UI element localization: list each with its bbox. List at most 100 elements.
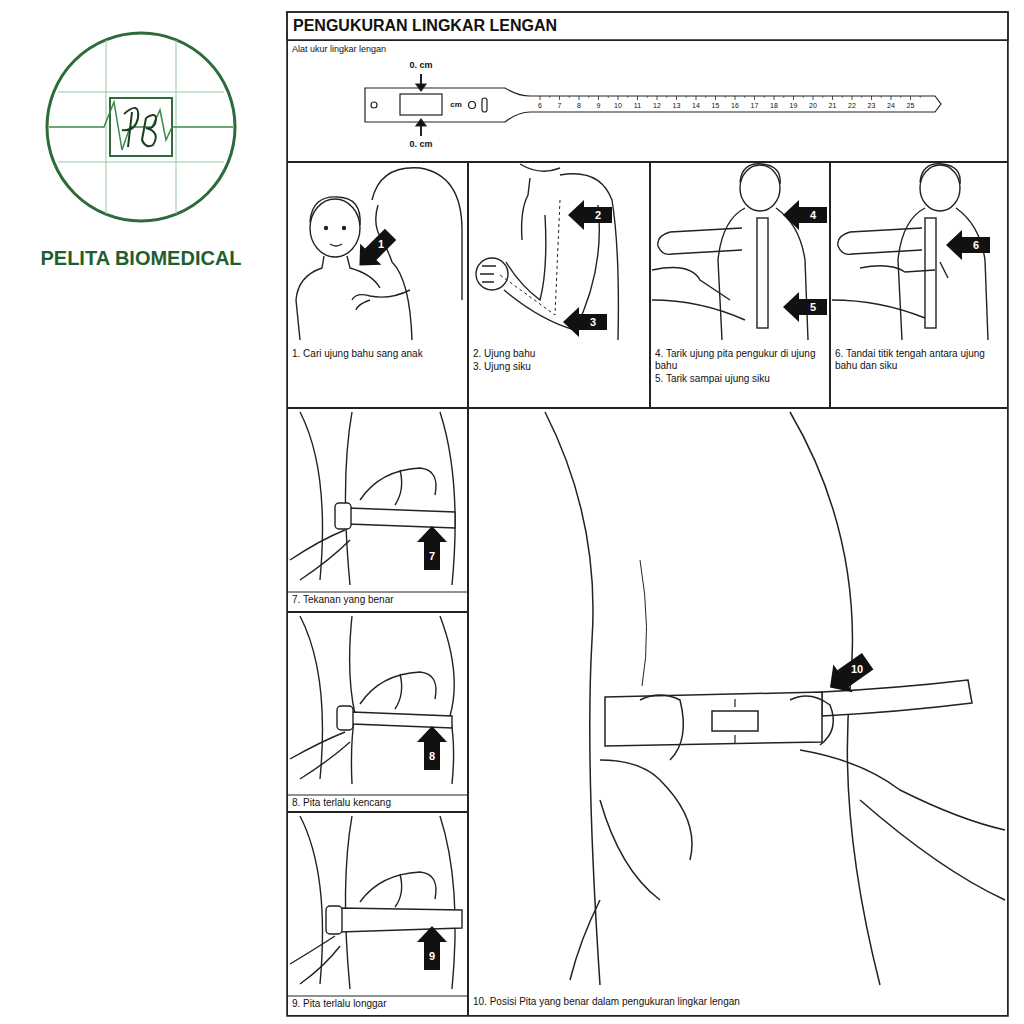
tape-tension-part-part: [335, 503, 351, 529]
scale-number: 15: [712, 102, 720, 110]
mark-midpoint-part: [920, 165, 960, 211]
caption-block: 4. Tarik ujung pita pengukur di ujung ba…: [655, 348, 825, 386]
scale-number: 19: [790, 102, 798, 110]
tape-shoulder-elbow-part: [757, 218, 768, 328]
tape-tension-part-part: [345, 412, 455, 585]
scale-number: 16: [731, 102, 739, 110]
tape-tension-part-part: [290, 936, 340, 984]
child-and-adult-part: [343, 227, 346, 230]
arm-profile-part: [504, 205, 599, 330]
child-and-adult-part: [352, 290, 410, 310]
scale-number: 18: [770, 102, 778, 110]
correct-tape-position-part: [790, 696, 833, 745]
scale-number: 24: [887, 102, 895, 110]
tape-shoulder-elbow-part: [740, 165, 780, 211]
tension-panel: 9. Pita terlalu longgar: [287, 812, 468, 1016]
frame-part: [287, 592, 468, 996]
tape-tension-part-part: [290, 732, 350, 779]
tape-tension-part: [290, 412, 455, 585]
callout-number: 7: [429, 550, 435, 562]
caption-block: 7. Tekanan yang benar: [292, 594, 463, 607]
brand-name: PELITA BIOMEDICAL: [40, 247, 241, 269]
callout-arrows: [349, 200, 990, 970]
scale-number: 25: [907, 102, 915, 110]
tape-tension-part-part: [345, 816, 455, 989]
callout-arrows-part: [568, 200, 612, 230]
caption-text: 7. Tekanan yang benar: [292, 594, 463, 606]
arm-profile-part: [520, 164, 560, 171]
mark-midpoint-part: [898, 208, 988, 340]
mark-midpoint-part: [832, 300, 925, 318]
frame-part: [287, 12, 1008, 1016]
tape-tension-part-part: [300, 616, 323, 779]
tape-tension-part-part: [337, 706, 353, 730]
tape-tension-part-part: [350, 616, 455, 784]
mark-midpoint-part: [925, 218, 936, 328]
step-panel: 4. Tarik ujung pita pengukur di ujung ba…: [650, 162, 830, 408]
measuring-tape-part: [420, 74, 422, 85]
scale-number: 11: [634, 102, 641, 110]
caption-text: 2. Ujung bahu: [473, 348, 645, 360]
caption-text: 3. Ujung siku: [473, 361, 645, 373]
scale-number: 22: [848, 102, 856, 110]
arm-profile-part: [522, 178, 530, 240]
measuring-tape-part: [416, 84, 426, 91]
tape-shoulder-elbow-part: [658, 228, 742, 254]
tape-shoulder-elbow-part: [718, 208, 808, 340]
caption-block: 6. Tandai titik tengah antara ujung bahu…: [835, 348, 1003, 373]
callout-arrows-part: [946, 230, 990, 260]
child-and-adult-part: [330, 244, 342, 246]
tape-tension-part: [290, 616, 454, 784]
callout-number: 6: [973, 239, 979, 251]
frame: [287, 12, 1008, 1016]
scale-number: 20: [809, 102, 817, 110]
correct-tape-position-part: [734, 699, 735, 743]
tape-tension-part-part: [360, 672, 436, 709]
scale-number: 12: [653, 102, 661, 110]
mark-midpoint-part: [838, 228, 922, 254]
correct-tape-position-part: [800, 750, 1005, 900]
caption-block: 2. Ujung bahu3. Ujung siku: [473, 348, 645, 374]
callout-number: 2: [595, 209, 601, 221]
measuring-tape-part: [416, 119, 426, 126]
scale-number: 9: [597, 102, 601, 110]
arm-profile-part: [560, 174, 618, 340]
tension-panel: 7. Tekanan yang benar: [287, 408, 468, 612]
tape-tension-part-part: [326, 906, 342, 934]
scale-number: 7: [558, 102, 562, 110]
zero-mark: 0. cm: [409, 61, 432, 71]
correct-tape-position-part: [712, 711, 758, 731]
tape-tension-part-part: [300, 412, 323, 580]
scale-number: 21: [829, 102, 837, 110]
tension-panel: 8. Pita terlalu kencang: [287, 612, 468, 812]
caption-text: 10. Posisi Pita yang benar dalam penguku…: [473, 996, 1003, 1008]
callout-number: 1: [378, 238, 384, 250]
measuring-tape: [365, 74, 941, 136]
child-and-adult-part: [310, 197, 360, 225]
tape-tension-part-part: [348, 508, 455, 528]
callout-arrows-part: [417, 726, 447, 770]
scale-number: 13: [673, 102, 681, 110]
measuring-tape-part: [482, 98, 487, 112]
caption-block: 8. Pita terlalu kencang: [292, 797, 463, 810]
tape-tension-part-part: [360, 872, 436, 907]
position-panel: 10. Posisi Pita yang benar dalam penguku…: [468, 408, 1008, 1016]
arm-profile: [476, 164, 618, 340]
caption-text: 4. Tarik ujung pita pengukur di ujung ba…: [655, 348, 825, 372]
arm-profile-part: [500, 200, 560, 315]
correct-tape-position-part: [640, 560, 647, 686]
correct-tape-position-part: [640, 695, 683, 760]
tape-tension-part: [290, 816, 462, 989]
measuring-tape-part: [371, 102, 377, 108]
child-and-adult-part: [376, 205, 412, 340]
tape-tension: [290, 412, 462, 989]
step-panel: 1. Cari ujung bahu sang anak: [287, 162, 468, 408]
tool-panel: Alat ukur lingkar lengan: [287, 40, 1008, 162]
child-and-adult-part: [296, 256, 380, 340]
logo-part: [47, 33, 235, 221]
caption-text: 5. Tarik sampai ujung siku: [655, 373, 825, 385]
scale-number: 17: [751, 102, 759, 110]
page-title: PENGUKURAN LINGKAR LENGAN: [293, 15, 557, 37]
